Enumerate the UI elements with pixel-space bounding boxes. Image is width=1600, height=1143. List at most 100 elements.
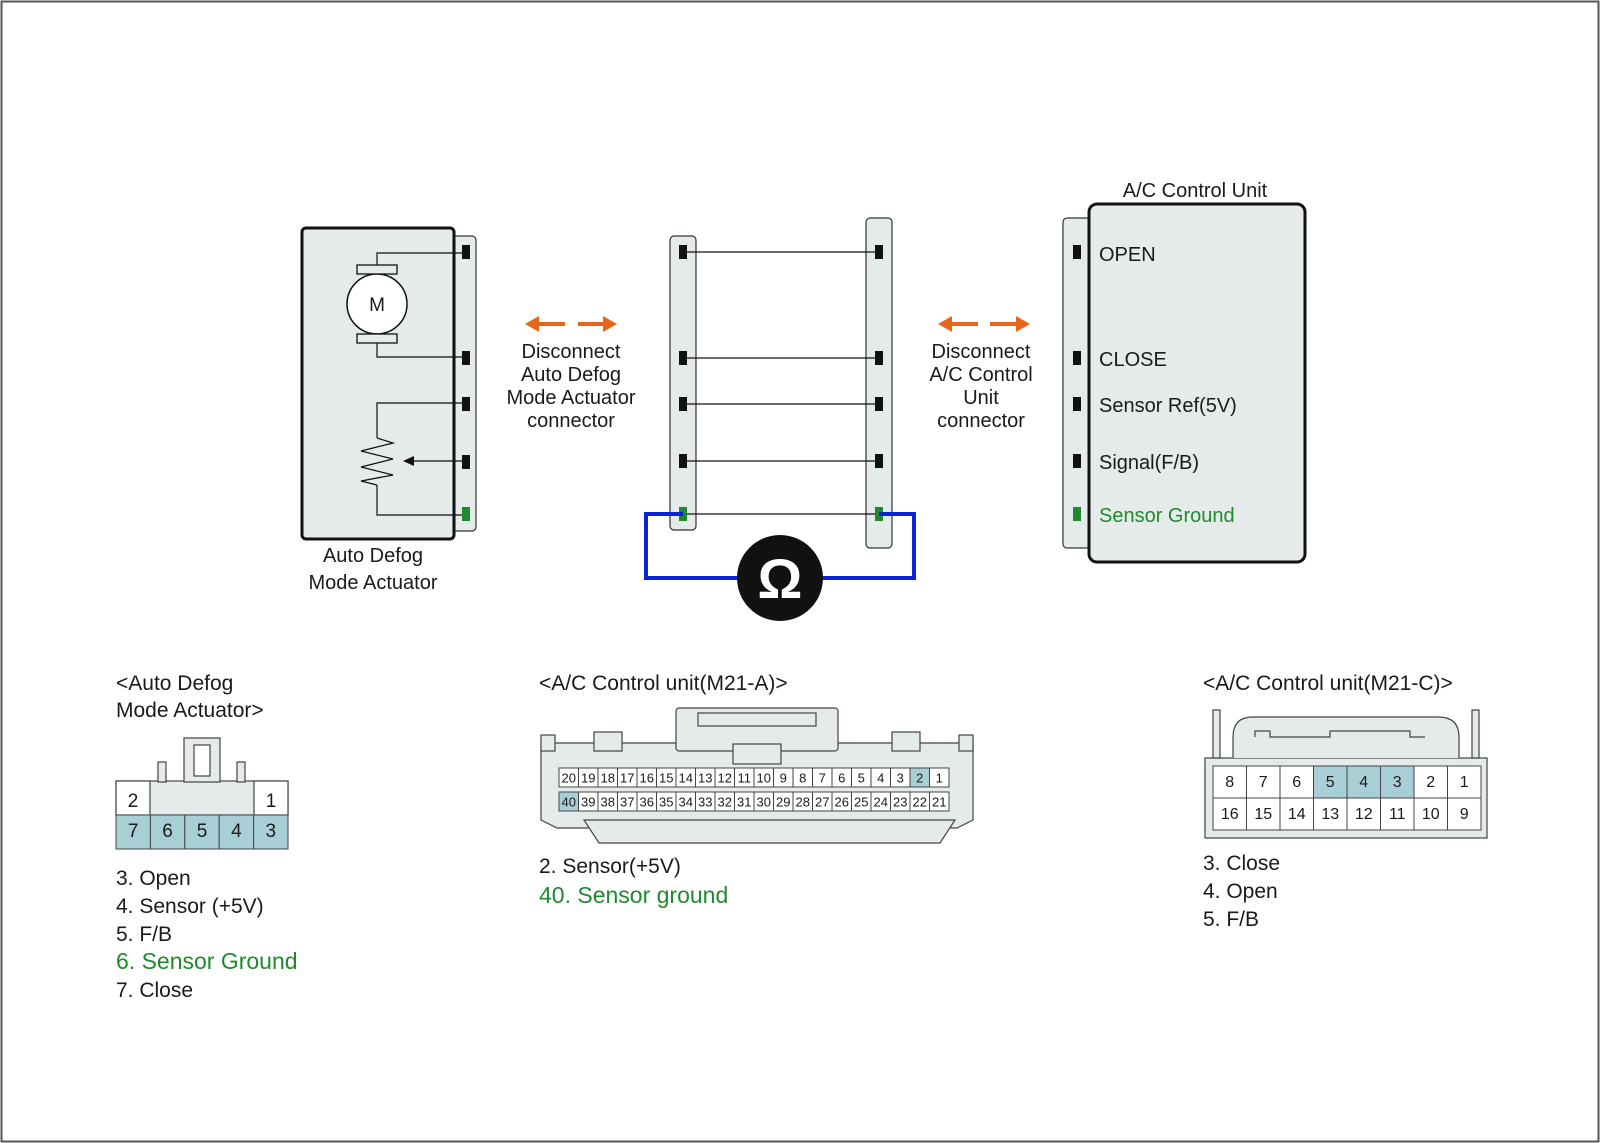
connector-m21c-legend: 3. Close 4. Open 5. F/B [1203,852,1280,931]
connector-m21a-pin-number: 9 [780,771,787,786]
disconnect-left-text: connector [527,410,615,432]
connector-m21a-pin-number: 3 [897,771,904,786]
left-double-arrow-icon [525,316,617,332]
actuator-ground-pin [462,507,470,521]
right-double-arrow-icon [938,316,1030,332]
connector-m21a-pin-number: 19 [581,771,595,786]
connector-m21a-pin-number: 36 [640,795,654,810]
disconnect-left-text: Disconnect [522,341,621,363]
connector-actuator-title: <Auto Defog [116,672,233,695]
ohmmeter-icon [737,535,823,621]
connector-m21a-pin-number: 8 [799,771,806,786]
connector-m21a-pin-number: 29 [776,795,790,810]
connector-m21a-pin-number: 40 [562,795,576,810]
actuator-pin [462,455,470,469]
connector-m21c-legend-item: 5. F/B [1203,908,1259,931]
connector-m21a-pin-number: 21 [932,795,946,810]
probe-lead-left [644,512,738,580]
wiper-arrow-icon [403,456,414,466]
connector-m21c-pin-number: 12 [1355,806,1373,823]
actuator-body: M Auto Defog Mode Actuator [300,226,477,594]
motor-label: M [369,295,385,316]
connector-actuator-legend-item: 3. Open [116,867,191,890]
connector-m21a-pin-number: 17 [620,771,634,786]
connector-m21a-pin-number: 20 [562,771,576,786]
harness-right-connector [865,217,893,549]
actuator-title: Auto Defog [323,545,423,567]
control-unit-pin-label: Sensor Ref(5V) [1099,395,1237,417]
ohmmeter: Ω [644,512,916,621]
ohm-symbol: Ω [758,547,803,610]
motor-brush-top [356,264,398,275]
connector-actuator-pin-number: 1 [266,791,277,812]
connector-m21c-legend-item: 4. Open [1203,880,1278,903]
connector-m21c-legend-item: 3. Close [1203,852,1280,875]
connector-m21a-pin-number: 37 [620,795,634,810]
connector-actuator-pin [253,780,289,816]
connector-m21a-pin-number: 26 [835,795,849,810]
disconnect-left: Disconnect Auto Defog Mode Actuator conn… [507,316,636,432]
connector-m21c-pin [1380,797,1415,831]
connector-m21a-pin-number: 31 [737,795,751,810]
control-unit-pin-label-ground: Sensor Ground [1099,505,1235,527]
control-unit-ground-pin [1073,507,1081,521]
control-unit-pin-label: CLOSE [1099,349,1167,371]
connector-m21a-pin-number: 24 [874,795,888,810]
connector-m21a-pin-number: 28 [796,795,810,810]
connector-m21a-pin-number: 25 [854,795,868,810]
connector-actuator-legend-item: 5. F/B [116,923,172,946]
connector-m21a-pin [929,767,950,788]
disconnect-right: Disconnect A/C Control Unit connector [929,316,1033,432]
connector-m21a-pin-number: 32 [718,795,732,810]
actuator-pin [462,245,470,259]
connector-m21a-pin-number: 10 [757,771,771,786]
connector-m21c-pin-number: 1 [1460,774,1469,791]
connector-m21a-pin-number: 14 [679,771,693,786]
connector-m21c-pin [1346,797,1381,831]
connector-m21a-pin-number: 4 [877,771,884,786]
connector-m21a-pin-number: 15 [659,771,673,786]
connector-m21a-pin-number: 6 [838,771,845,786]
control-unit-pin-label: OPEN [1099,244,1156,266]
connector-actuator-title: Mode Actuator> [116,699,264,722]
connector-actuator-legend-item: 7. Close [116,979,193,1002]
connector-m21a-pin-number: 7 [819,771,826,786]
connector-m21a-pin-number: 13 [698,771,712,786]
connector-actuator-pin-number: 4 [231,821,242,842]
connector-m21c-pin [1413,765,1448,799]
control-unit-box [1087,202,1307,564]
connector-actuator-legend-item: 4. Sensor (+5V) [116,895,264,918]
connector-actuator-legend-item-ground: 6. Sensor Ground [116,948,298,974]
connector-m21c-pin-number: 13 [1321,806,1339,823]
connector-m21a-pin-number: 11 [738,771,752,786]
connector-m21c-pin [1279,797,1314,831]
disconnect-right-text: A/C Control [929,364,1032,386]
connector-m21c-pin-number: 3 [1393,774,1402,791]
connector-actuator-pin-highlighted [218,814,255,850]
connector-m21c-pin-number: 4 [1359,774,1368,791]
connector-m21c-pin-number: 2 [1426,774,1435,791]
disconnect-left-text: Mode Actuator [507,387,636,409]
actuator-title: Mode Actuator [309,572,438,594]
connector-m21c-pin-number: 7 [1259,774,1268,791]
connector-m21a-pin-number: 16 [640,771,654,786]
connector-actuator-pin-number: 3 [266,821,277,842]
control-unit: A/C Control Unit OPEN CLOSE Sensor Ref(5… [1062,180,1307,564]
connector-actuator-pin-number: 6 [162,821,173,842]
connector-actuator-pin-highlighted [253,814,289,850]
connector-actuator-pin [115,780,151,816]
connector-m21a-pin-number: 2 [916,771,923,786]
connector-m21a-pin-number: 38 [601,795,615,810]
connector-m21c-pin-number: 6 [1292,774,1301,791]
connector-m21c-pin [1313,797,1348,831]
connector-m21c-pin [1447,765,1482,799]
connector-m21c-pin-highlighted [1346,765,1381,799]
connector-m21a-pin-number: 33 [698,795,712,810]
connector-m21a-title: <A/C Control unit(M21-A)> [539,672,788,695]
